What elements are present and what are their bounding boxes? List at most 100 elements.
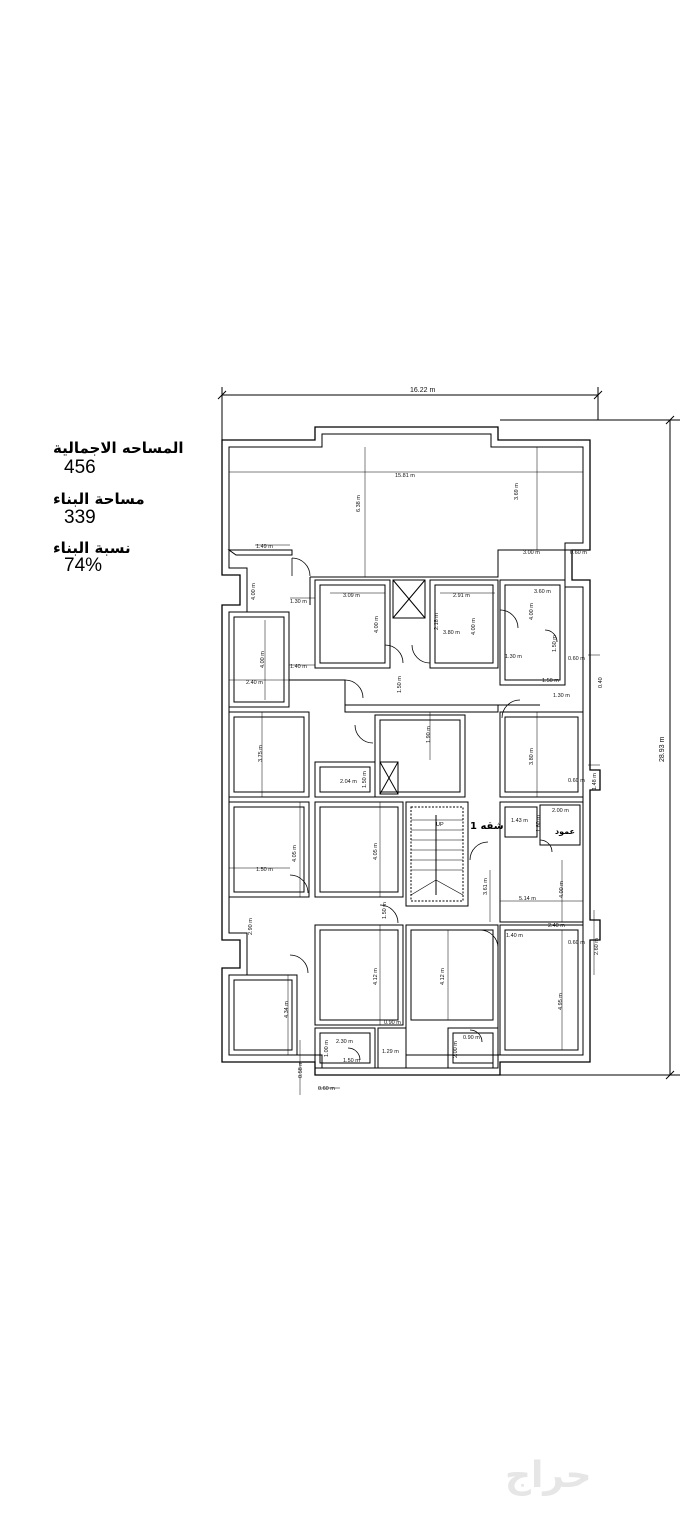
dim-label: 1.50 m [397, 676, 403, 693]
dim-label: 1.48 m [592, 773, 598, 790]
dim-label: 4.05 m [373, 843, 379, 860]
room-bottom-2 [405, 924, 499, 1056]
dim-label: 6.38 m [356, 495, 362, 512]
room-right-mid [499, 711, 584, 798]
room-right-top [499, 579, 566, 686]
dim-label: 0.40 [598, 677, 604, 688]
dim-label: 2.04 m [340, 779, 357, 785]
room-central-left [314, 579, 391, 669]
dim-label: 0.60 m [318, 1086, 335, 1092]
total-area-label: المساحه الاجمالية [53, 439, 184, 457]
dim-label: 0.60 m [570, 550, 587, 556]
dim-label: 1.50 m [552, 635, 558, 652]
room-left-1 [228, 611, 290, 708]
dim-label: 2.90 m [248, 918, 254, 935]
dim-label: 2.00 m [552, 808, 569, 814]
dim-label: 4.05 m [292, 845, 298, 862]
room-bottom-small-3 [447, 1027, 499, 1069]
dim-label: 1.29 m [382, 1049, 399, 1055]
room-bottom-small-1 [314, 1027, 376, 1069]
dim-label: 1.40 m [506, 933, 523, 939]
dim-label: 2.18 m [434, 613, 440, 630]
overall-height-label: 28.93 m [659, 737, 666, 762]
building-ratio-label: نسبة البناء [53, 539, 131, 557]
dim-label: 4.12 m [373, 968, 379, 985]
dim-label: 1.50 m [382, 902, 388, 919]
dim-label: 1.49 m [256, 544, 273, 550]
dim-label: 1.30 m [553, 693, 570, 699]
dim-label: 1.00 m [324, 1040, 330, 1057]
building-area-value: 339 [64, 507, 96, 528]
room-bottom-small-2 [377, 1027, 407, 1069]
room-central-right [429, 579, 499, 669]
dim-label: 2.00 m [453, 1041, 459, 1058]
outer-wall [221, 426, 601, 1076]
total-area-value: 456 [64, 457, 96, 478]
column-box [539, 804, 581, 846]
room-left-3 [228, 801, 310, 898]
stair-hall [374, 714, 466, 798]
stair-up-label: UP [436, 822, 444, 828]
dim-label: 15.81 m [395, 473, 415, 479]
dim-label: 3.75 m [258, 745, 264, 762]
dim-label: 1.30 m [290, 599, 307, 605]
dim-label: 4.95 m [558, 993, 564, 1010]
dim-label: 4.00 m [471, 618, 477, 635]
dim-label: 3.69 m [514, 483, 520, 500]
dim-label: 4.12 m [440, 968, 446, 985]
dim-label: 0.58 m [298, 1061, 304, 1078]
elevator-top [392, 579, 426, 619]
dim-label: 1.50 m [343, 1058, 360, 1064]
dim-label: 3.09 m [343, 593, 360, 599]
dim-label: 1.60 m [536, 815, 542, 832]
dim-label: 4.00 m [251, 583, 257, 600]
dim-label: 4.00 m [260, 651, 266, 668]
room-central-left-inner [319, 584, 386, 664]
dim-label: 0.90 m [384, 1020, 401, 1026]
room-small-mid [314, 761, 376, 798]
dim-label: 1.50 m [256, 867, 273, 873]
building-area-label: مساحة البناء [53, 490, 145, 508]
dim-label: 4.00 m [529, 603, 535, 620]
dim-label: 4.00 m [559, 881, 565, 898]
apartment-label: شقه 1 [470, 821, 504, 832]
dim-label: 3.00 m [523, 550, 540, 556]
dim-label: 1.50 m [542, 678, 559, 684]
overall-width-label: 16.22 m [410, 387, 435, 394]
dim-label: 0.60 m [568, 656, 585, 662]
watermark-logo: حراج [505, 1455, 592, 1496]
dim-label: 1.30 m [505, 654, 522, 660]
dim-label: 2.30 m [336, 1039, 353, 1045]
top-hall-wall [227, 549, 293, 556]
dim-label: 3.61 m [483, 878, 489, 895]
dim-label: 2.40 m [548, 923, 565, 929]
dim-label: 5.14 m [519, 896, 536, 902]
corridor-wall [289, 679, 540, 713]
dim-label: 4.00 m [374, 616, 380, 633]
dim-label: 1.50 m [362, 771, 368, 788]
overall-width-dimension [217, 387, 603, 440]
dim-label: 0.90 m [463, 1035, 480, 1041]
dim-label: 0.60 m [568, 940, 585, 946]
column-label: عمود [555, 827, 575, 836]
dim-label: 2.91 m [453, 593, 470, 599]
overall-height-dimension [500, 415, 680, 1080]
staircase [405, 801, 469, 907]
room-left-2 [228, 711, 310, 798]
dim-label: 0.60 m [568, 778, 585, 784]
room-bottom-1 [314, 924, 404, 1026]
room-bottom-3 [499, 924, 584, 1056]
dim-label: 2.40 m [246, 680, 263, 686]
dim-label: 3.60 m [534, 589, 551, 595]
dim-label: 3.80 m [443, 630, 460, 636]
dim-label: 1.43 m [511, 818, 528, 824]
room-mid-center [314, 801, 404, 898]
dim-label: 1.40 m [290, 664, 307, 670]
dim-label: 2.60 m [594, 938, 600, 955]
dim-label: 3.80 m [529, 748, 535, 765]
dim-label: 4.34 m [284, 1001, 290, 1018]
elevator-mid [379, 761, 399, 795]
room-right-lower [499, 801, 584, 923]
top-hall-bottom [310, 549, 583, 578]
